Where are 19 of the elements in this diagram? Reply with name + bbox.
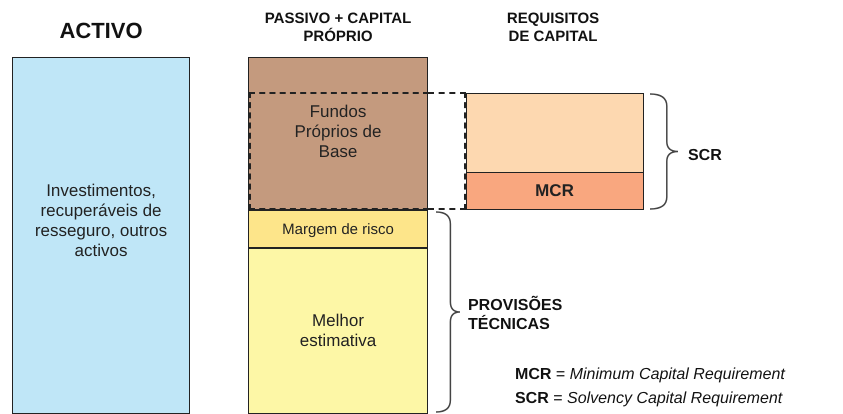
equity-block bbox=[248, 57, 428, 210]
dashed-outline bbox=[428, 92, 466, 210]
column-heading: ACTIVO bbox=[58, 18, 144, 44]
risk-margin-block bbox=[248, 210, 428, 248]
block-label: Fundos Próprios de Base bbox=[294, 102, 382, 162]
block-label: Margem de risco bbox=[281, 220, 395, 238]
abbreviation-note: SCR = Solvency Capital Requirement bbox=[515, 389, 784, 408]
bracket-label: SCR bbox=[688, 146, 723, 166]
block-label: MCR bbox=[534, 180, 575, 200]
capital-requirement-box bbox=[466, 93, 644, 210]
asset-column bbox=[12, 57, 190, 414]
mcr-block bbox=[466, 172, 644, 210]
block-label: Melhor estimativa bbox=[298, 311, 378, 351]
abbreviation-note: MCR = Minimum Capital Requirement bbox=[515, 365, 786, 384]
bracket-label: PROVISÕES TÉCNICAS bbox=[468, 296, 564, 334]
column-heading: PASSIVO + CAPITAL PRÓPRIO bbox=[264, 10, 412, 46]
column-heading: REQUISITOS DE CAPITAL bbox=[506, 10, 600, 46]
best-estimate-block bbox=[248, 248, 428, 414]
asset-description: Investimentos, recuperáveis de resseguro, outros activos bbox=[34, 180, 168, 260]
